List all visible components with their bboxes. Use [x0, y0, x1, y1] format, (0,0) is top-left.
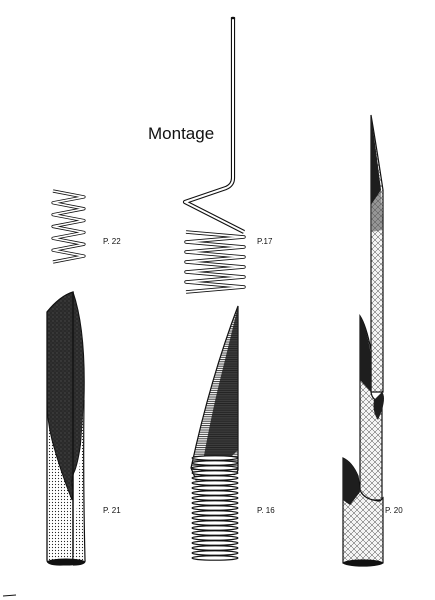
spring-p22 — [51, 189, 86, 264]
threaded-part-p16 — [190, 305, 239, 561]
diagram-title: Montage — [148, 124, 214, 143]
tube-p21 — [46, 291, 86, 566]
part-label-p20: P. 20 — [385, 506, 403, 515]
corner-mark — [2, 594, 17, 597]
part-label-p16: P. 16 — [257, 506, 275, 515]
spring-rod-p17 — [182, 16, 246, 294]
part-label-p17: P.17 — [257, 237, 273, 246]
part-label-p22: P. 22 — [103, 237, 121, 246]
tube-p20 — [342, 114, 384, 567]
part-label-p21: P. 21 — [103, 506, 121, 515]
